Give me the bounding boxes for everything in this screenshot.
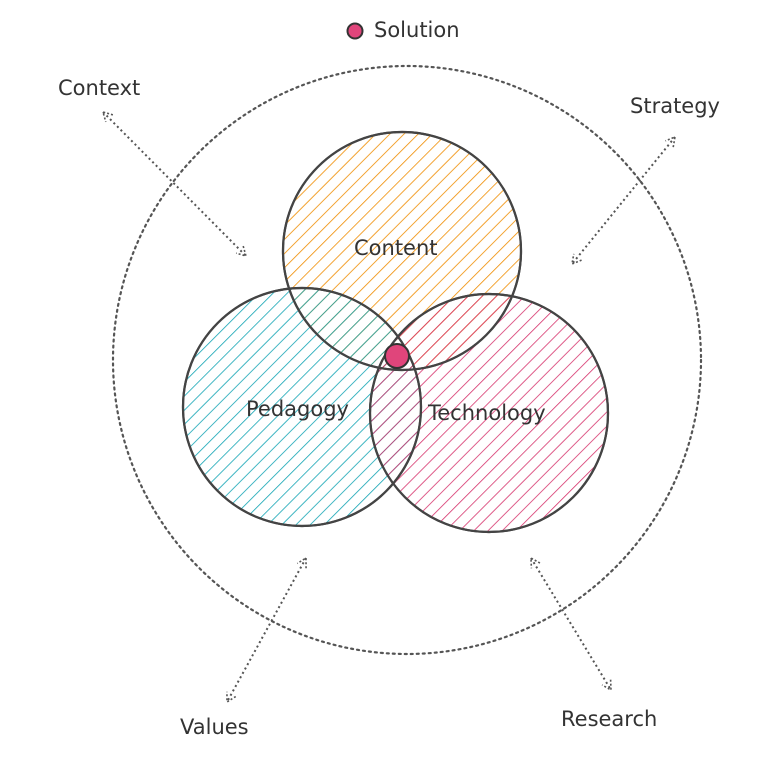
research-label: Research [561, 707, 657, 731]
content-outline [281, 130, 523, 372]
technology-label: Technology [427, 401, 546, 425]
legend: Solution [346, 18, 460, 42]
strategy-arrow [570, 135, 677, 266]
pedagogy-label: Pedagogy [246, 397, 349, 421]
context-label: Context [58, 76, 140, 100]
values-label: Values [180, 715, 249, 739]
content-label: Content [354, 236, 438, 260]
context-arrow [101, 110, 248, 258]
pedagogy-outline [181, 286, 423, 528]
solution-marker-icon [346, 22, 364, 40]
outer-context-circle [111, 64, 703, 656]
values-arrow [226, 556, 307, 704]
solution-point [384, 343, 410, 369]
research-arrow [530, 556, 612, 692]
legend-label: Solution [374, 18, 460, 42]
strategy-label: Strategy [630, 94, 720, 118]
technology-outline [368, 292, 610, 534]
